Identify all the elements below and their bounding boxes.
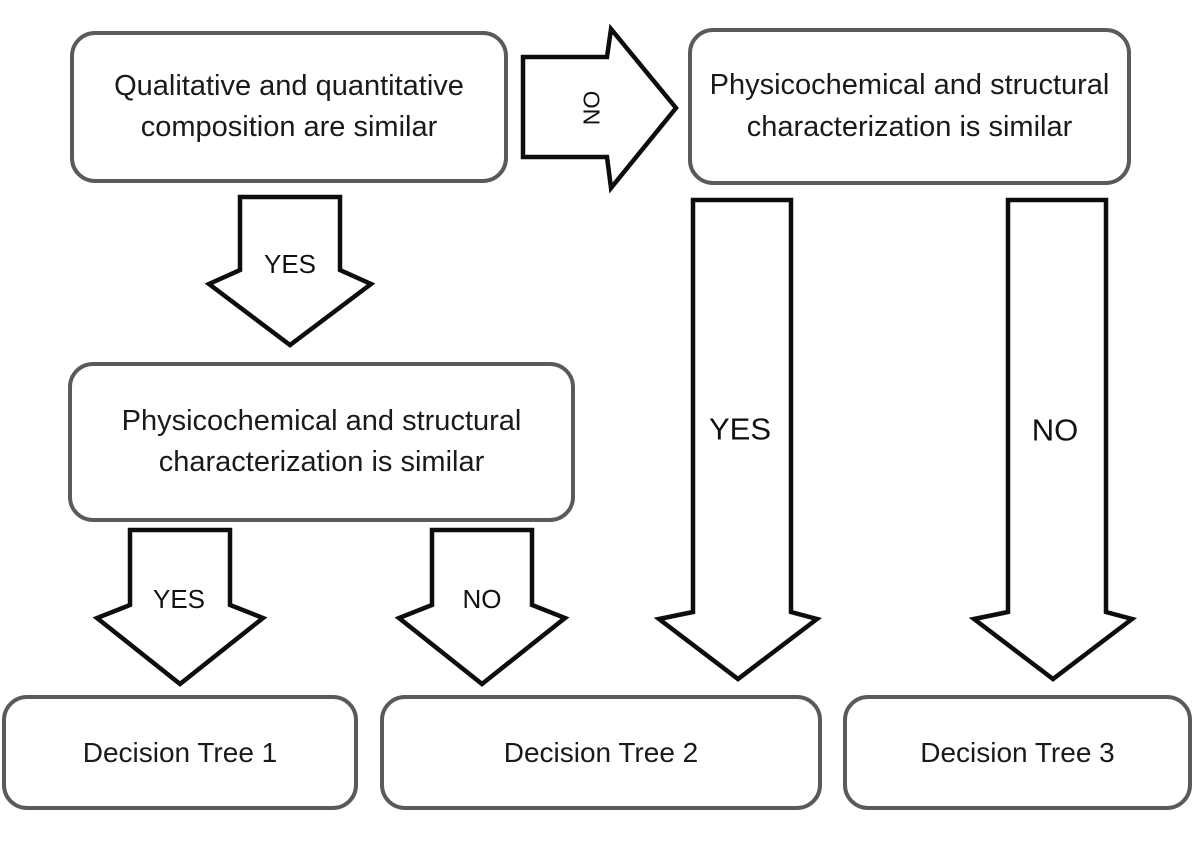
- node-decision-tree-2: Decision Tree 2: [380, 695, 822, 810]
- node-label: Physicochemical and structural character…: [121, 404, 522, 478]
- node-qualitative-quantitative-composition: Qualitative and quantitative composition…: [70, 31, 508, 183]
- down-arrow-long-icon: [653, 197, 823, 682]
- down-arrow-icon: [92, 527, 268, 687]
- down-arrow-icon: [204, 194, 376, 348]
- node-decision-tree-3: Decision Tree 3: [843, 695, 1192, 810]
- edge-label-no-topleft-to-topright: NO: [578, 90, 605, 126]
- node-physicochemical-characterization-top: Physicochemical and structural character…: [688, 28, 1131, 185]
- node-label: Decision Tree 1: [82, 736, 278, 768]
- node-label: Decision Tree 3: [920, 736, 1115, 768]
- node-label: Decision Tree 2: [503, 736, 699, 768]
- down-arrow-icon: [394, 527, 570, 687]
- edge-label-yes-midleft-to-dt1: YES: [152, 584, 206, 614]
- node-decision-tree-1: Decision Tree 1: [2, 695, 358, 810]
- node-label: Qualitative and quantitative composition…: [114, 69, 464, 143]
- edge-label-yes-topright-to-dt2: YES: [708, 411, 772, 447]
- edge-label-no-midleft-to-dt2: NO: [462, 584, 502, 614]
- node-physicochemical-characterization-mid: Physicochemical and structural character…: [68, 362, 575, 522]
- node-label: Physicochemical and structural character…: [709, 69, 1110, 143]
- down-arrow-long-icon: [968, 197, 1138, 682]
- right-arrow-icon: [520, 23, 679, 194]
- edge-label-yes-topleft-to-midleft: YES: [263, 249, 317, 279]
- edge-label-no-topright-to-dt3: NO: [1031, 412, 1079, 448]
